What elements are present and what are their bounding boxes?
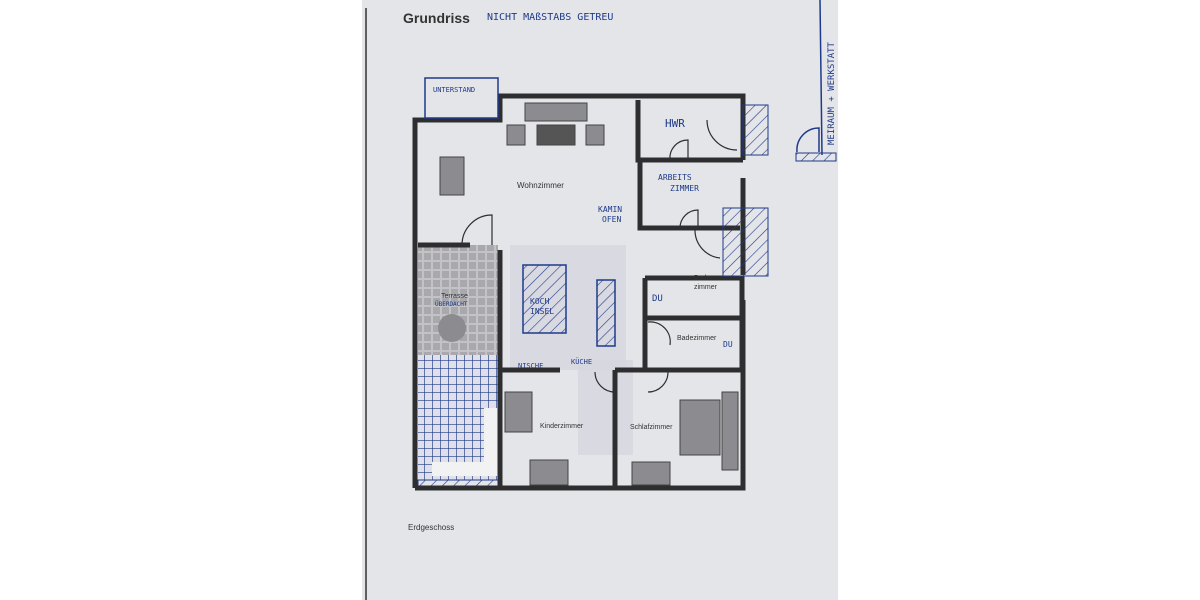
label-kamin-2: OFEN (602, 215, 621, 224)
side-note: MEIRAUM + WERKSTATT (827, 41, 837, 145)
label-badezimmer-2: Badezimmer (677, 335, 717, 342)
label-terrasse-note: ÜBERDACHT (435, 301, 468, 308)
label-arbeitszimmer-1: ARBEITS (658, 173, 692, 182)
side-line (819, 0, 823, 156)
label-wohnzimmer: Wohnzimmer (517, 181, 564, 190)
label-kochinsel-2: INSEL (530, 307, 554, 316)
title: Grundriss (403, 10, 470, 26)
scale-note: NICHT MAßSTABS GETREU (487, 12, 613, 23)
label-kinderzimmer: Kinderzimmer (540, 423, 584, 430)
workshop-door (796, 127, 820, 153)
label-hwr: HWR (665, 117, 685, 130)
label-badezimmer-1b: zimmer (694, 284, 718, 291)
label-kueche: KÜCHE (571, 357, 592, 366)
bench (484, 408, 498, 468)
label-dusche-1: DU (652, 294, 663, 304)
label-dusche-2: DU (723, 340, 733, 349)
label-terrasse: Terrasse (441, 293, 468, 300)
label-badezimmer-1a: Bade- (694, 275, 713, 282)
workshop-step (795, 152, 837, 162)
label-kochinsel-1: KOCH (530, 297, 549, 306)
furniture (439, 102, 739, 486)
label-unterstand: UNTERSTAND (433, 86, 475, 94)
bench (432, 462, 498, 476)
overlay-strip (578, 360, 633, 455)
label-nische: NISCHE (518, 362, 543, 370)
cooking-island (522, 264, 567, 334)
label-kamin-1: KAMIN (598, 205, 622, 214)
floor-label: Erdgeschoss (408, 523, 454, 532)
label-schlafzimmer: Schlafzimmer (630, 424, 673, 431)
unterstand-box (424, 77, 499, 119)
doors (461, 119, 738, 393)
terrace-table (438, 314, 466, 342)
kitchen-counter (596, 279, 616, 347)
label-arbeitszimmer-2: ZIMMER (670, 184, 699, 193)
entrance-step (742, 104, 769, 156)
entrance-step (722, 207, 769, 277)
